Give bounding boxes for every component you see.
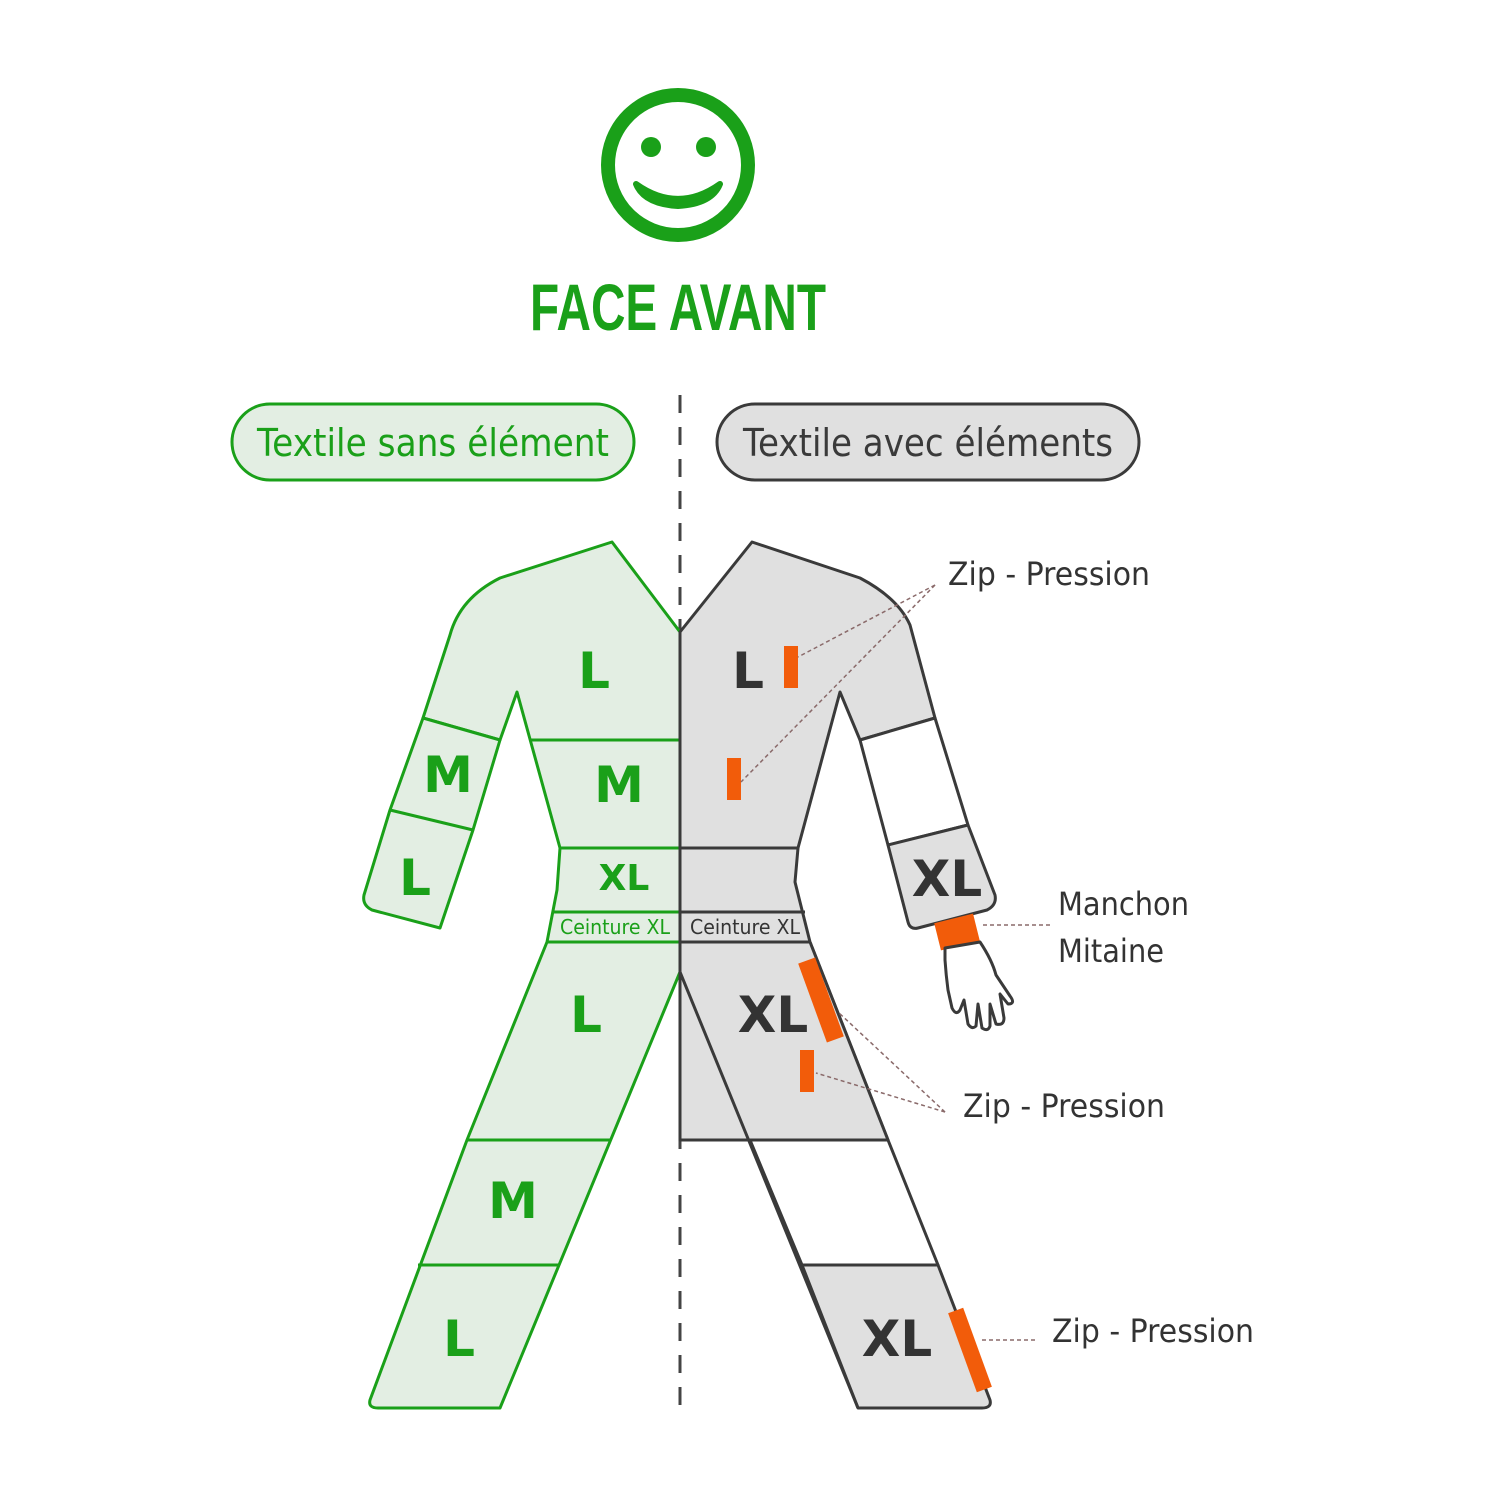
right-outer-leg-edge xyxy=(808,941,890,1141)
pill-left-label: Textile sans élément xyxy=(256,421,609,465)
page-title: FACE AVANT xyxy=(530,270,826,344)
right-belt-label: Ceinture XL xyxy=(690,915,801,939)
right-size-torso-upper: L xyxy=(732,642,764,700)
zip-marker-hip xyxy=(798,957,844,1043)
zip-marker-thigh xyxy=(800,1050,814,1092)
annotation-zip-mid: Zip - Pression xyxy=(963,1087,1165,1125)
zip-marker-chest xyxy=(784,646,798,688)
left-size-torso-mid: M xyxy=(594,756,644,814)
right-size-leg-lower: XL xyxy=(862,1310,932,1368)
annotation-manchon: Manchon xyxy=(1058,885,1189,923)
left-body-outline xyxy=(368,540,682,1410)
smiley-face-icon xyxy=(601,88,755,242)
right-garment: L Ceinture XL XL XL XL xyxy=(678,540,1015,1410)
right-leg-white-band xyxy=(748,1138,940,1267)
left-size-arm-lower: L xyxy=(399,849,431,907)
left-size-leg-lower: L xyxy=(443,1310,475,1368)
left-size-waist: XL xyxy=(599,858,650,899)
pill-left: Textile sans élément xyxy=(230,402,636,482)
right-size-leg-upper: XL xyxy=(738,986,808,1044)
right-leg-outline xyxy=(680,942,888,1140)
left-size-leg-upper: L xyxy=(570,986,602,1044)
left-belt-label: Ceinture XL xyxy=(560,915,671,939)
left-sleeve-outline xyxy=(362,716,502,930)
right-leg-lower-band xyxy=(800,1263,992,1410)
zip-marker-ankle xyxy=(948,1307,992,1393)
right-sleeve-lower xyxy=(886,823,997,930)
annotation-mitaine: Mitaine xyxy=(1058,932,1164,970)
left-size-leg-mid: M xyxy=(488,1172,538,1230)
left-arm-seam xyxy=(389,808,474,832)
annotation-zip-bottom: Zip - Pression xyxy=(1052,1312,1254,1350)
annotation-zip-top: Zip - Pression xyxy=(948,555,1150,593)
left-size-torso-upper: L xyxy=(578,642,610,700)
right-size-arm-lower: XL xyxy=(912,850,982,908)
left-garment: L M XL Ceinture XL L M L M L xyxy=(362,540,682,1410)
pill-right: Textile avec éléments xyxy=(715,402,1141,482)
pill-right-label: Textile avec éléments xyxy=(742,421,1113,465)
mitten-glove-icon xyxy=(934,913,1015,1032)
left-size-arm-upper: M xyxy=(423,746,473,804)
right-sleeve-white xyxy=(858,716,970,847)
zip-marker-torso xyxy=(727,758,741,800)
right-inner-leg-edge xyxy=(678,971,860,1409)
leader-lines xyxy=(740,584,1050,1341)
